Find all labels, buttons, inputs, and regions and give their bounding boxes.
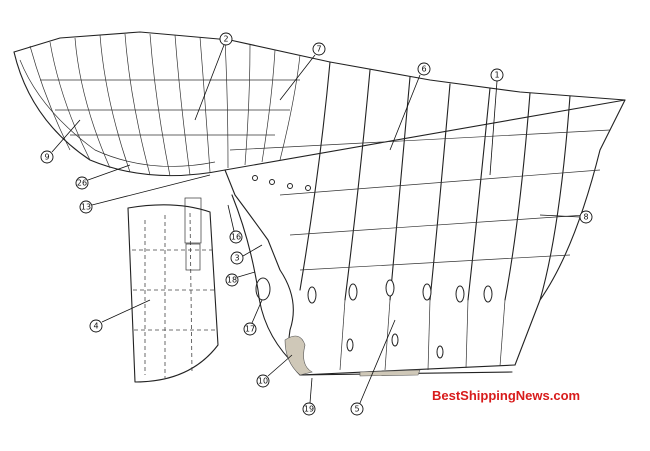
callout-label-16: 16 (231, 233, 241, 242)
hull-outline (13, 31, 626, 376)
callout-label-17: 17 (245, 325, 255, 334)
sternpost (231, 194, 421, 377)
callout-1: 1 (489, 68, 504, 176)
watermark-text: BestShippingNews.com (432, 388, 581, 403)
counter-frames (29, 33, 301, 177)
callout-label-4: 4 (93, 322, 98, 331)
callout-8: 8 (539, 210, 593, 224)
callout-26: 26 (75, 164, 131, 190)
callout-label-7: 7 (316, 45, 321, 54)
callout-3: 3 (230, 244, 263, 265)
callout-2: 2 (194, 32, 233, 121)
callout-label-18: 18 (227, 276, 237, 285)
callout-label-19: 19 (304, 405, 314, 414)
callout-label-3: 3 (234, 254, 239, 263)
callout-label-13: 13 (81, 203, 91, 212)
callout-label-8: 8 (583, 213, 588, 222)
callout-9: 9 (40, 119, 81, 164)
callout-label-2: 2 (223, 35, 228, 44)
rudder (127, 197, 219, 383)
transverse-frames (229, 61, 611, 371)
callout-19: 19 (302, 377, 316, 416)
lightening-holes (252, 175, 493, 359)
callout-4: 4 (89, 299, 151, 333)
callout-label-10: 10 (258, 377, 268, 386)
callout-5: 5 (350, 319, 396, 416)
callout-label-26: 26 (77, 179, 87, 188)
callout-label-5: 5 (354, 405, 359, 414)
callout-label-9: 9 (44, 153, 49, 162)
callout-17: 17 (243, 299, 263, 336)
callout-label-6: 6 (421, 65, 426, 74)
callout-label-1: 1 (494, 71, 499, 80)
callouts: 1 2 7 6 9 (40, 32, 593, 416)
callout-10: 10 (256, 354, 293, 388)
callout-16: 16 (227, 204, 243, 244)
callout-6: 6 (389, 62, 431, 151)
callout-13: 13 (79, 174, 211, 214)
callout-18: 18 (225, 271, 256, 287)
callout-7: 7 (279, 42, 326, 101)
